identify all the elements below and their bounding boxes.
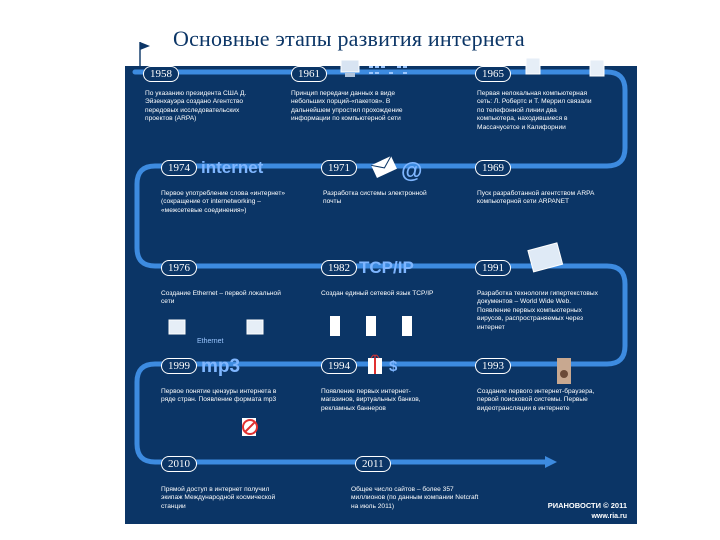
year-badge-1982: 1982 bbox=[321, 260, 357, 276]
milestone-text-1991: Разработка технологии гипертекстовых док… bbox=[477, 290, 598, 331]
server-icon bbox=[402, 316, 412, 336]
milestone-text-1974: Первое употребление слова «интернет» (со… bbox=[161, 190, 286, 214]
milestone-text-1999: Первое понятие цензуры интернета в ряде … bbox=[161, 388, 277, 404]
year-badge-1958: 1958 bbox=[143, 66, 179, 82]
ria-novosti-logo: РИАНОВОСТИ © 2011 bbox=[547, 501, 627, 510]
year-badge-1999: 1999 bbox=[161, 358, 197, 374]
year-badge-1994: 1994 bbox=[321, 358, 357, 374]
server-icon bbox=[366, 316, 376, 336]
data-packets-icon bbox=[369, 66, 407, 74]
banned-icon bbox=[242, 418, 258, 436]
envelope-icon bbox=[370, 155, 397, 178]
computer-icon bbox=[589, 59, 605, 77]
year-badge-1991: 1991 bbox=[475, 260, 511, 276]
timeline-road bbox=[132, 69, 628, 468]
computer-icon bbox=[525, 57, 541, 75]
computer-icon bbox=[246, 319, 264, 335]
year-badge-1965: 1965 bbox=[475, 66, 511, 82]
milestone-text-1982: Создан единый сетевой язык TCP/IP bbox=[321, 290, 434, 297]
milestone-text-1993: Создание первого интернет-браузера, перв… bbox=[477, 388, 595, 412]
title-bar bbox=[125, 20, 637, 66]
year-badge-1961: 1961 bbox=[291, 66, 327, 82]
milestone-text-1958: По указанию президента США Д. Эйзенхауэр… bbox=[145, 90, 247, 123]
speaker-icon bbox=[557, 358, 571, 384]
site-link[interactable]: www.ria.ru bbox=[591, 513, 627, 520]
mp3-word: mp3 bbox=[201, 356, 241, 377]
computer-icon bbox=[340, 59, 360, 77]
year-badge-1969: 1969 bbox=[475, 160, 511, 176]
year-badge-1976: 1976 bbox=[161, 260, 197, 276]
ethernet-label: Ethernet bbox=[197, 338, 224, 345]
milestone-text-1969: Пуск разработанной агентством ARPA компь… bbox=[477, 190, 595, 206]
milestone-text-1976: Создание Ethernet – первой локальной сет… bbox=[161, 290, 281, 306]
milestone-text-2010: Прямой доступ в интернет получил экипаж … bbox=[161, 486, 276, 510]
year-badge-2010: 2010 bbox=[161, 456, 197, 472]
milestone-text-1965: Первая нелокальная компьютерная сеть: Л.… bbox=[477, 90, 592, 131]
gift-icon bbox=[368, 354, 382, 374]
milestone-text-1961: Принцип передачи данных в виде небольших… bbox=[291, 90, 403, 123]
page-title: Основные этапы развития интернета bbox=[173, 26, 525, 51]
at-symbol: @ bbox=[401, 158, 423, 183]
milestone-text-1971: Разработка системы электронной почты bbox=[323, 190, 427, 206]
year-badge-1993: 1993 bbox=[475, 358, 511, 374]
year-badge-1974: 1974 bbox=[161, 160, 197, 176]
server-icon bbox=[330, 316, 340, 336]
year-badge-1971: 1971 bbox=[321, 160, 357, 176]
internet-word: internet bbox=[201, 158, 264, 177]
dollar-sign: $ bbox=[389, 358, 398, 375]
milestone-text-2011: Общее число сайтов – более 357 миллионов… bbox=[351, 486, 479, 510]
tcpip-word: TCP/IP bbox=[359, 258, 414, 277]
flag-icon bbox=[139, 42, 150, 66]
infographic-poster: Основные этапы развития интернета 1958 П… bbox=[125, 20, 637, 524]
monitor-icon bbox=[527, 242, 564, 273]
computer-icon bbox=[168, 319, 186, 335]
year-badge-2011: 2011 bbox=[355, 456, 391, 472]
milestone-text-1994: Появление первых интернет-магазинов, вир… bbox=[321, 388, 421, 412]
